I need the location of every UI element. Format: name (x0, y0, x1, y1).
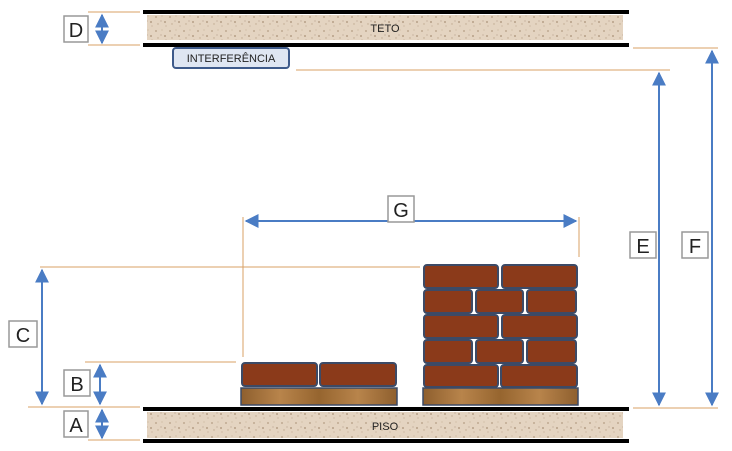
label-a: A (63, 410, 89, 438)
brick (423, 364, 499, 388)
label-g: G (387, 195, 415, 223)
label-e: E (629, 231, 657, 259)
brick (423, 339, 473, 364)
brick (423, 314, 499, 339)
pallet-stack-tall (422, 264, 579, 406)
brick (501, 314, 578, 339)
extension-lines (28, 11, 718, 441)
label-b-text: B (70, 374, 83, 396)
dimension-labels: D A B C E F G (8, 15, 709, 438)
label-d: D (63, 15, 89, 43)
brick (423, 264, 499, 289)
pallet-base (240, 387, 398, 406)
label-c: C (8, 320, 38, 348)
label-e-text: E (636, 236, 649, 258)
label-f-text: F (689, 236, 701, 258)
pallet-stack-short (240, 362, 398, 406)
brick (423, 289, 473, 314)
interference-box (172, 47, 290, 69)
brick (475, 289, 524, 314)
brick (526, 289, 577, 314)
label-g-text: G (393, 200, 409, 222)
ceiling-slab (147, 15, 623, 40)
label-d-text: D (69, 20, 83, 42)
floor: PISO (143, 407, 629, 443)
interference-label: INTERFERÊNCIA (187, 52, 276, 65)
brick (241, 362, 318, 387)
floor-slab (147, 412, 623, 438)
brick (526, 339, 577, 364)
pallet-base (422, 387, 579, 406)
label-b: B (63, 369, 91, 397)
label-c-text: C (16, 325, 30, 347)
brick (501, 264, 578, 289)
ceiling: TETO (143, 10, 629, 47)
label-a-text: A (69, 415, 83, 437)
floor-label: PISO (372, 421, 399, 433)
label-f: F (681, 231, 709, 259)
interference: INTERFERÊNCIA (172, 47, 290, 69)
ceiling-label: TETO (370, 23, 400, 35)
brick (500, 364, 578, 388)
brick (475, 339, 524, 364)
brick (319, 362, 397, 387)
